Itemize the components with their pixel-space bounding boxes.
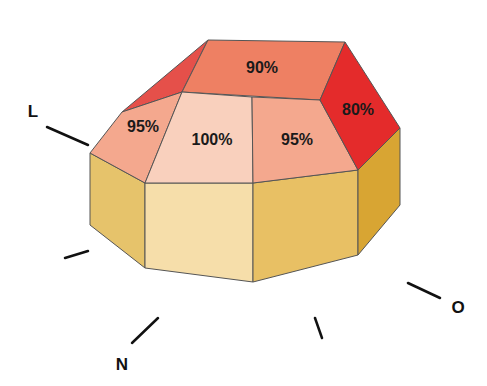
- direction-label: O: [451, 298, 464, 318]
- compass-tick: [47, 127, 88, 145]
- compass-tick: [315, 318, 322, 338]
- roof-face: 100%: [145, 92, 253, 183]
- percentage-value: 90%: [246, 59, 278, 77]
- direction-label: N: [116, 355, 128, 375]
- percentage-value: 95%: [127, 118, 159, 136]
- percentage-value: 80%: [342, 101, 374, 119]
- roof-face: 90%: [182, 40, 345, 100]
- direction-label: L: [28, 102, 38, 122]
- percentage-value: 100%: [192, 131, 233, 149]
- percentage-value: 95%: [281, 131, 313, 149]
- front-right-wall: [253, 170, 358, 282]
- compass-tick: [65, 251, 88, 258]
- compass-tick: [132, 318, 158, 343]
- compass-tick: [408, 283, 440, 298]
- roof-face: 80%: [320, 42, 400, 170]
- front-wall: [145, 183, 253, 282]
